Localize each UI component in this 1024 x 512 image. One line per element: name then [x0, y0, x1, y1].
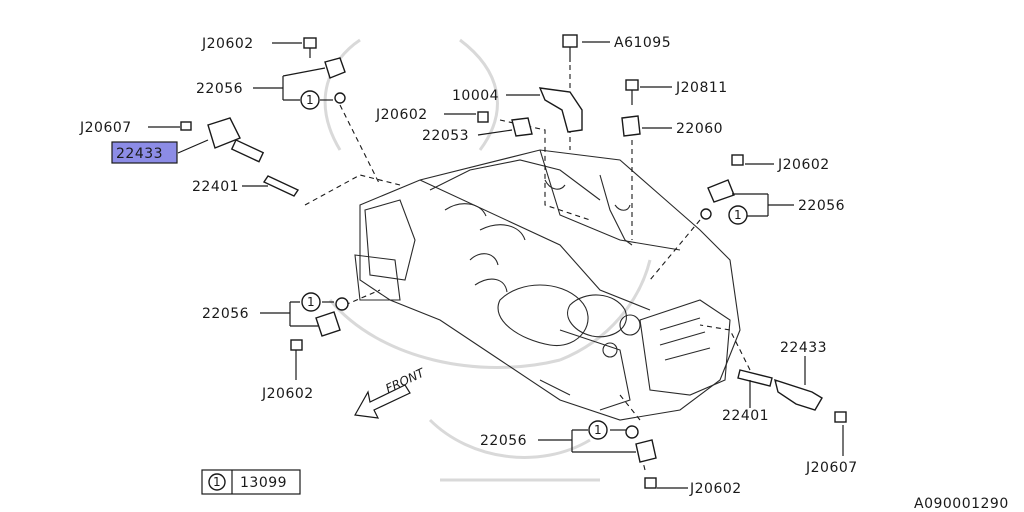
label-j20811[interactable]: J20811: [675, 80, 728, 96]
callout-number: 1: [307, 295, 315, 309]
callout-number: 1: [306, 93, 314, 107]
label-j20602-left[interactable]: J20602: [261, 386, 314, 402]
label-j20602-top[interactable]: J20602: [201, 36, 254, 52]
legend-box: 1 13099: [201, 469, 301, 495]
label-j20602-bottom[interactable]: J20602: [689, 481, 742, 497]
label-j20607-right[interactable]: J20607: [805, 460, 858, 476]
callout-number: 1: [594, 423, 602, 437]
leader-lines: [148, 41, 844, 489]
callout-circle: [301, 292, 321, 312]
callout-circle: [588, 420, 608, 440]
dashed-leaders: [304, 65, 751, 471]
legend-part-number: 13099: [240, 475, 287, 491]
legend-number: 1: [213, 475, 221, 489]
label-j20607-left[interactable]: J20607: [79, 120, 132, 136]
label-22056-bottom[interactable]: 22056: [480, 433, 527, 449]
diagram-id: A090001290: [914, 496, 1009, 512]
label-22056-top[interactable]: 22056: [196, 81, 243, 97]
cylinder-head-assembly: [354, 149, 741, 421]
part-labels: J20602 22056 J20607 22433 22401 A61095 1…: [79, 35, 858, 497]
label-22056-right[interactable]: 22056: [798, 198, 845, 214]
label-j20602-mid[interactable]: J20602: [375, 107, 428, 123]
front-arrow: FRONT: [354, 365, 428, 419]
label-22401-right[interactable]: 22401: [722, 408, 769, 424]
highlight-box[interactable]: [111, 141, 178, 164]
front-label: FRONT: [383, 365, 428, 396]
small-parts: [180, 34, 847, 489]
callout-circle: [300, 90, 320, 110]
callout-circle: [728, 205, 748, 225]
label-22060[interactable]: 22060: [676, 121, 723, 137]
label-22401-left[interactable]: 22401: [192, 179, 239, 195]
watermark-emblem: [323, 38, 652, 482]
label-a61095[interactable]: A61095: [614, 35, 671, 51]
callout-number: 1: [734, 208, 742, 222]
label-22053[interactable]: 22053: [422, 128, 469, 144]
label-j20602-right[interactable]: J20602: [777, 157, 830, 173]
label-22056-left[interactable]: 22056: [202, 306, 249, 322]
label-22433-right[interactable]: 22433: [780, 340, 827, 356]
label-22433-left[interactable]: 22433: [116, 146, 163, 162]
label-10004[interactable]: 10004: [452, 88, 499, 104]
legend-callout-circle: [208, 473, 226, 491]
callout-circles: 1 1 1 1: [300, 90, 748, 440]
